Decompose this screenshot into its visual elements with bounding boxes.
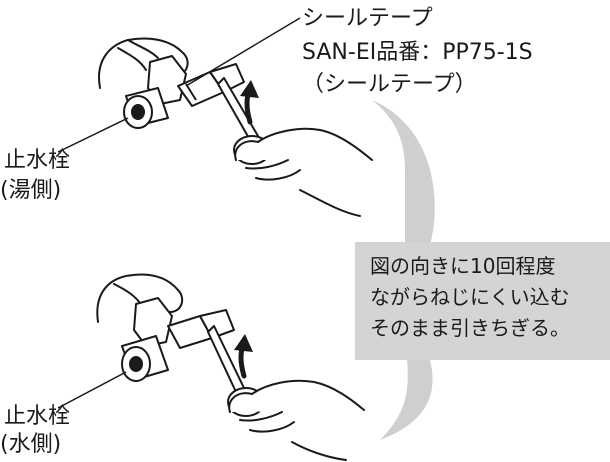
instruction-note-box: 図の向きに10回程度 ながらねじにくい込む そのまま引きちぎる。 — [355, 242, 610, 360]
cold-valve-label: 止水栓 — [4, 404, 71, 429]
instruction-line-3: そのまま引きちぎる。 — [370, 316, 570, 340]
hot-side-label: (湯側) — [0, 178, 62, 203]
bottom-arrow-icon — [234, 334, 253, 379]
seal-tape-sublabel: （シールテープ） — [302, 72, 477, 97]
bottom-hand-right-icon — [228, 379, 365, 461]
instruction-line-2: ながらねじにくい込む — [370, 285, 570, 309]
hot-valve-label: 止水栓 — [4, 148, 71, 173]
top-hand-left-icon — [98, 37, 189, 101]
top-hand-right-icon — [234, 127, 373, 217]
cold-side-label: (水側) — [0, 432, 62, 457]
top-arrow-icon — [240, 80, 259, 125]
tape-leader-line — [185, 17, 301, 87]
bottom-valve-icon — [121, 297, 235, 382]
top-valve-icon — [123, 55, 245, 129]
hot-valve-leader-line — [57, 117, 129, 153]
cold-valve-leader-line — [57, 371, 127, 409]
instruction-line-1: 図の向きに10回程度 — [370, 254, 556, 278]
seal-tape-part-number: SAN-EI品番：PP75-1S — [302, 40, 533, 65]
seal-tape-label: シールテープ — [302, 6, 433, 31]
